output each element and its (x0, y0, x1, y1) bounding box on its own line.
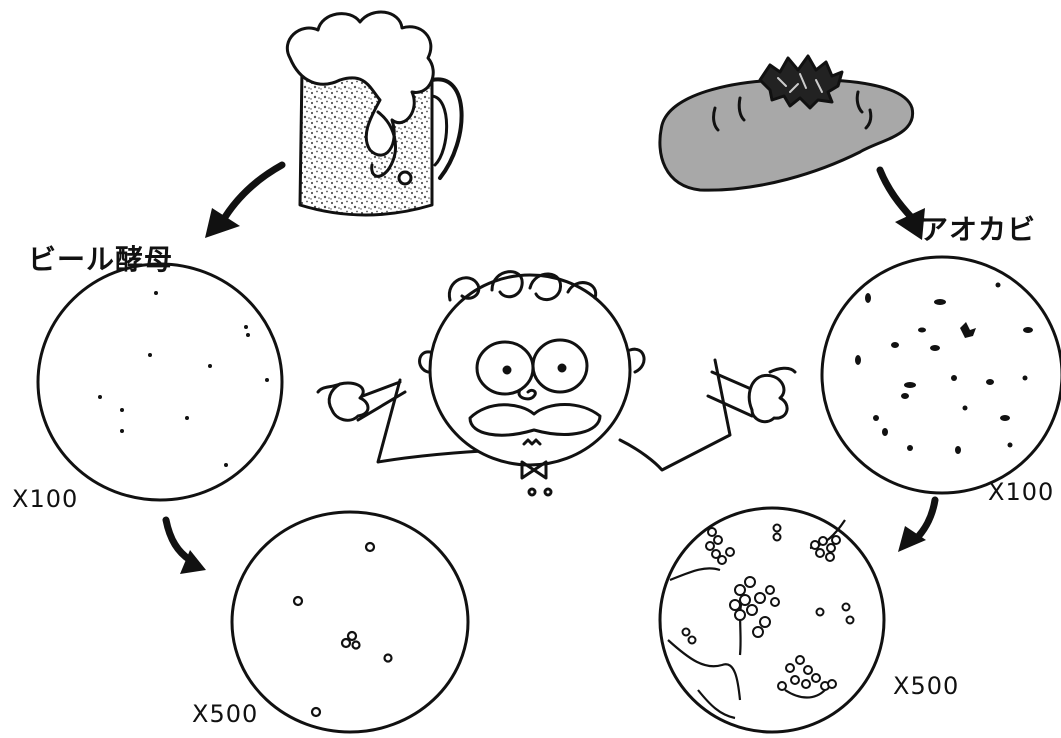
label-yeast-magnification-500: X500 (192, 700, 258, 728)
mold-x100-view (822, 257, 1061, 493)
mold-x500-view (660, 508, 884, 732)
yeast-x500-view (232, 512, 468, 732)
arrow-bread-to-mold (880, 170, 925, 240)
label-beer-yeast: ビール酵母 (28, 238, 173, 278)
yeast-x100-view (38, 264, 282, 500)
label-yeast-magnification-100: X100 (12, 485, 78, 513)
arrow-mold-x100-to-x500 (898, 500, 935, 552)
pointing-character (318, 272, 795, 495)
label-blue-mold: アオカビ (920, 208, 1036, 248)
arrow-yeast-x100-to-x500 (166, 520, 206, 574)
beer-mug (287, 12, 461, 215)
label-mold-magnification-500: X500 (893, 672, 959, 700)
bread-loaf (660, 56, 913, 190)
mold-patch (760, 56, 842, 108)
label-mold-magnification-100: X100 (988, 478, 1054, 506)
arrow-beer-to-yeast (205, 165, 282, 238)
